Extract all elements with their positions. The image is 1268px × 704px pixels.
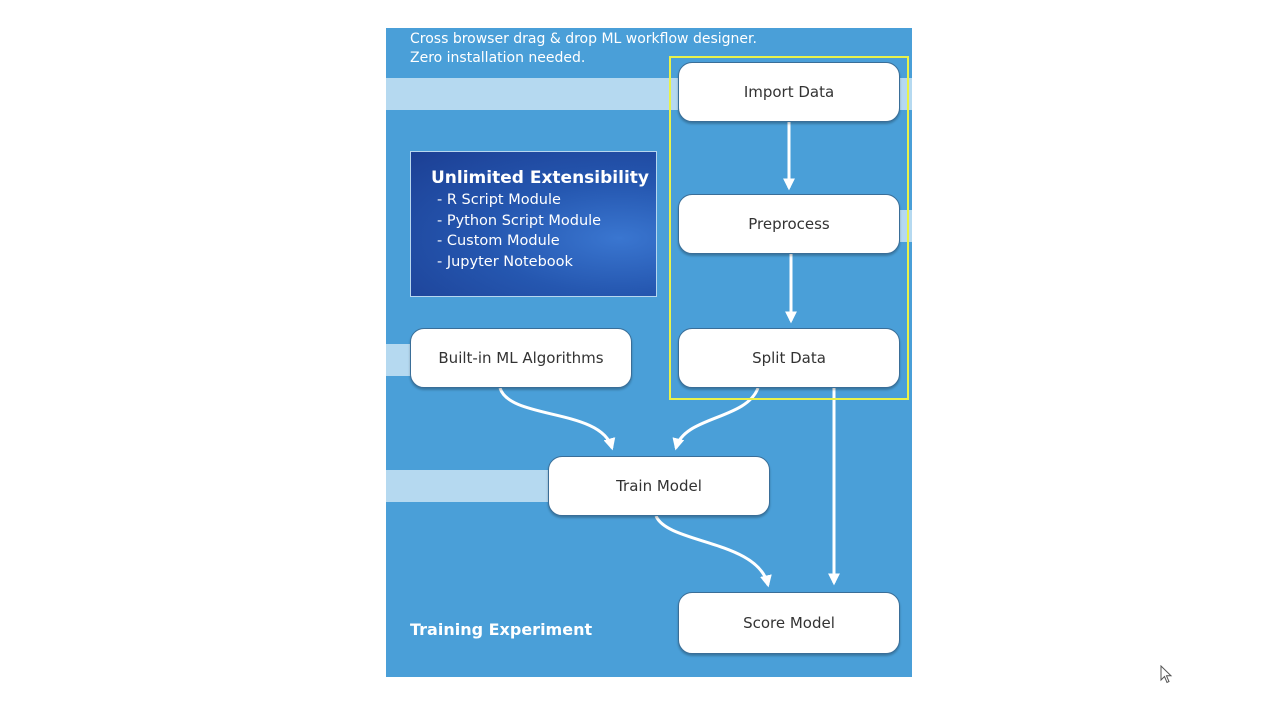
band-top xyxy=(386,78,678,110)
node-preprocess-label: Preprocess xyxy=(748,215,830,233)
band-middle xyxy=(386,344,412,376)
node-split-data[interactable]: Split Data xyxy=(678,328,900,388)
band-top-right xyxy=(900,78,912,110)
node-import-data-label: Import Data xyxy=(743,83,835,101)
intro-text: Cross browser drag & drop ML workflow de… xyxy=(410,30,757,68)
node-import-data[interactable]: Import Data xyxy=(678,62,900,122)
extensibility-item-python-script: - Python Script Module xyxy=(437,212,602,229)
band-preprocess-right xyxy=(900,210,912,242)
node-preprocess[interactable]: Preprocess xyxy=(678,194,900,254)
arrow-train-to-score xyxy=(654,515,772,588)
flow-arrows xyxy=(498,122,840,588)
extensibility-title: Unlimited Extensibility xyxy=(431,168,649,188)
arrow-builtin-to-train xyxy=(498,387,616,451)
extensibility-item-jupyter: - Jupyter Notebook xyxy=(437,253,573,270)
node-score-model[interactable]: Score Model xyxy=(678,592,900,654)
node-train-model[interactable]: Train Model xyxy=(548,456,770,516)
node-builtin-ml-algorithms[interactable]: Built-in ML Algorithms xyxy=(410,328,632,388)
node-score-model-label: Score Model xyxy=(743,614,835,632)
extensibility-item-custom-module: - Custom Module xyxy=(437,233,560,249)
footer-label: Training Experiment xyxy=(410,620,593,639)
node-builtin-ml-label: Built-in ML Algorithms xyxy=(438,349,604,367)
arrow-split-to-train xyxy=(672,387,760,451)
band-lower xyxy=(386,470,552,502)
node-split-data-label: Split Data xyxy=(752,349,826,367)
intro-line-2: Zero installation needed. xyxy=(410,50,586,66)
workflow-panel: Cross browser drag & drop ML workflow de… xyxy=(386,28,912,677)
mouse-cursor-icon xyxy=(1160,665,1173,684)
extensibility-box: Unlimited Extensibility - R Script Modul… xyxy=(410,151,657,297)
selection-highlight xyxy=(669,56,909,400)
node-train-model-label: Train Model xyxy=(616,477,702,495)
extensibility-item-r-script: - R Script Module xyxy=(437,192,561,208)
intro-line-1: Cross browser drag & drop ML workflow de… xyxy=(410,31,757,47)
